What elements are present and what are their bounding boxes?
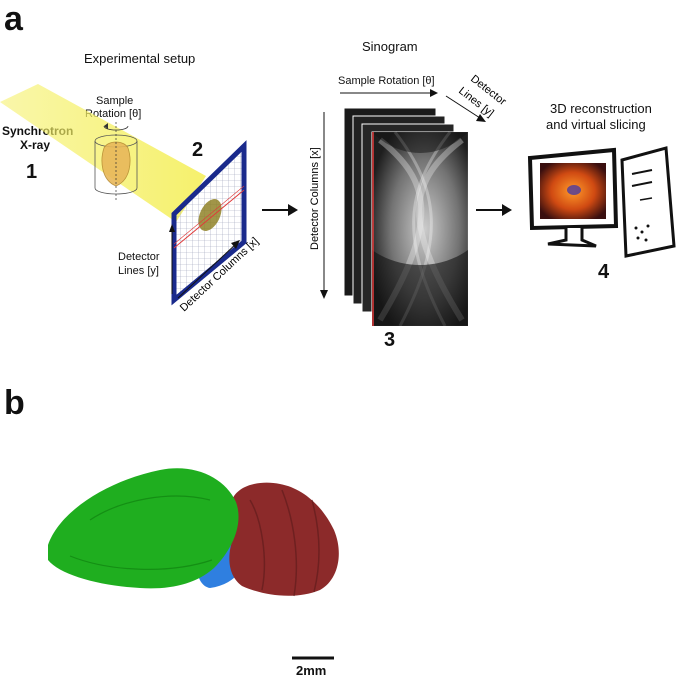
step-4-number: 4: [598, 261, 610, 283]
red-region: [229, 482, 339, 596]
sinogram-title: Sinogram: [362, 39, 418, 54]
step-2-number: 2: [192, 139, 204, 161]
detector-lines-label-2: Lines [y]: [118, 265, 159, 277]
step-3-number: 3: [384, 329, 396, 351]
computer-tower: [620, 146, 676, 258]
computer-monitor: [527, 147, 619, 248]
synchrotron-label-2: X-ray: [20, 138, 51, 152]
sino-detector-columns-label: Detector Columns [x]: [309, 147, 321, 250]
flow-arrow-2: [476, 204, 512, 216]
reconstruction-label-1: 3D reconstruction: [550, 101, 652, 116]
sino-rotation-arrow: [340, 89, 438, 97]
green-region: [48, 468, 239, 589]
brain-render: [48, 468, 339, 597]
scale-bar-label: 2mm: [296, 663, 327, 678]
sino-sample-rotation-label: Sample Rotation [θ]: [338, 75, 435, 87]
step-1-number: 1: [26, 161, 38, 183]
sample-cylinder: [94, 122, 138, 200]
sino-columns-arrow: Detector Columns [x]: [309, 112, 328, 299]
panel-a-letter: a: [4, 0, 23, 38]
flow-arrow-1: [262, 204, 298, 216]
detector-panel: [171, 140, 247, 306]
sinogram-stack: [343, 107, 469, 327]
sinogram-image: [372, 131, 468, 327]
sino-lines-arrow: Detector Lines [y]: [445, 73, 509, 122]
panel-b-letter: b: [4, 384, 25, 422]
sample-rotation-label-1: Sample: [96, 95, 134, 107]
sample-rotation-label-2: Rotation [θ]: [85, 108, 142, 120]
reconstruction-label-2: and virtual slicing: [546, 117, 646, 132]
experimental-setup-title: Experimental setup: [84, 51, 196, 66]
detector-lines-label-1: Detector: [118, 251, 160, 263]
